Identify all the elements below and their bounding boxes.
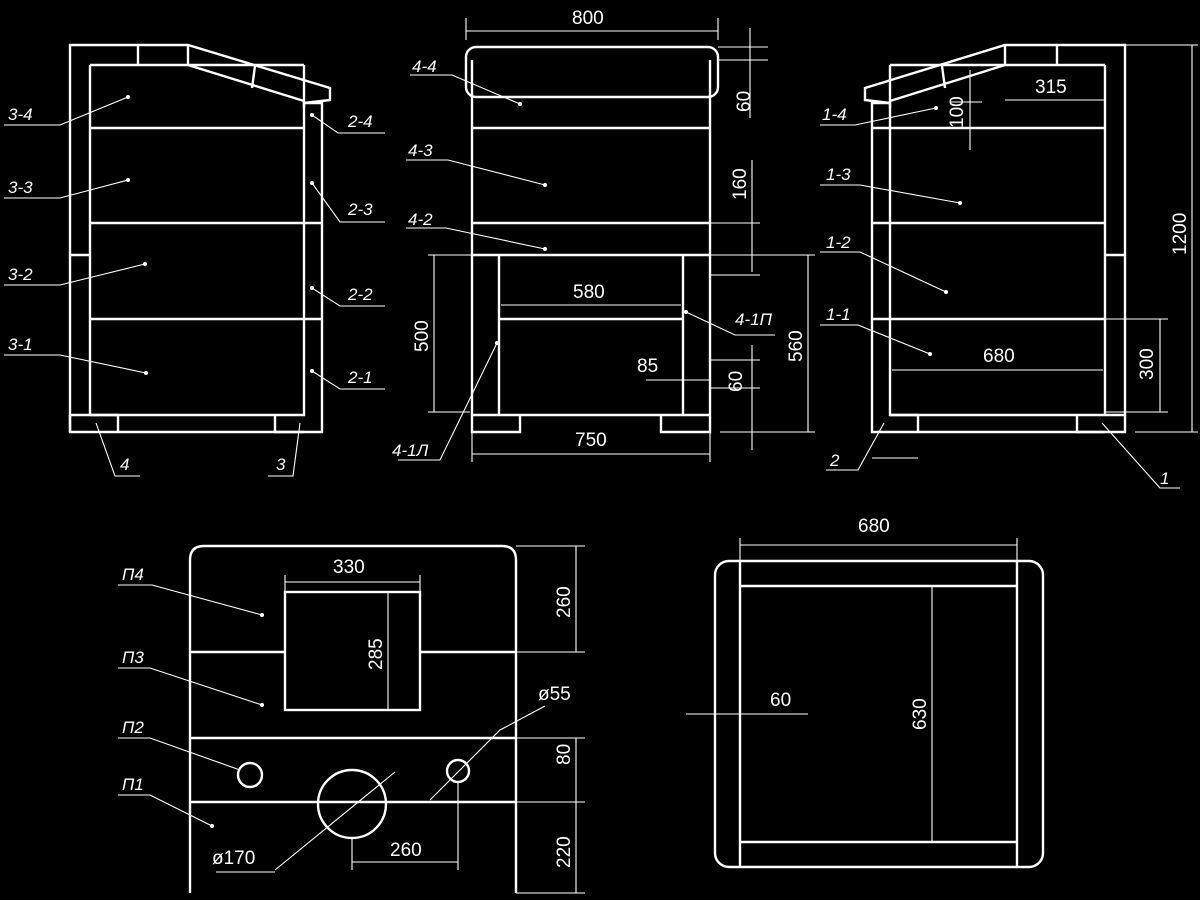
dim-300: 300 <box>1137 348 1158 380</box>
label-2-4: 2-4 <box>347 112 373 131</box>
label-2-2: 2-2 <box>347 285 373 304</box>
dim-100: 100 <box>947 96 968 128</box>
label-p4: П4 <box>122 565 144 584</box>
label-2-3: 2-3 <box>347 200 373 219</box>
dim-315: 315 <box>1035 77 1067 98</box>
label-1-4: 1-4 <box>822 105 847 124</box>
dim-330: 330 <box>333 557 365 578</box>
dim-85: 85 <box>637 356 658 377</box>
dim-285: 285 <box>366 638 387 670</box>
right-side-view: 315 100 1200 300 680 1-4 1-3 1-2 1-1 2 1 <box>820 43 1198 489</box>
dim-260-holes: 260 <box>390 840 422 861</box>
label-4: 4 <box>120 455 129 474</box>
label-p2: П2 <box>122 718 144 737</box>
label-4-1p: 4-1П <box>735 310 773 329</box>
dim-220: 220 <box>554 836 575 868</box>
dim-60-frame-side: 60 <box>770 690 791 711</box>
label-2-1: 2-1 <box>347 368 373 387</box>
dim-60-lid: 60 <box>734 91 755 112</box>
frame-view: 680 630 60 <box>686 516 1045 869</box>
dim-630: 630 <box>910 698 931 730</box>
dim-dia-170: ø170 <box>212 848 255 869</box>
label-3-1: 3-1 <box>8 335 33 354</box>
dim-680-side: 680 <box>983 346 1015 367</box>
dim-80: 80 <box>554 744 575 765</box>
label-4-3: 4-3 <box>408 141 433 160</box>
label-4-1l: 4-1Л <box>392 441 429 460</box>
dim-160: 160 <box>730 168 751 200</box>
label-1-2: 1-2 <box>826 233 851 252</box>
label-p1: П1 <box>122 775 144 794</box>
label-1: 1 <box>1160 469 1169 488</box>
dim-560: 560 <box>786 330 807 362</box>
label-4-4: 4-4 <box>412 57 437 76</box>
front-panel-view: 330 285 260 80 220 ø55 ø170 260 П4 П3 П2… <box>118 544 585 894</box>
label-1-1: 1-1 <box>826 305 851 324</box>
dim-260-panel: 260 <box>554 586 575 618</box>
label-p3: П3 <box>122 648 144 667</box>
label-3-2: 3-2 <box>8 265 33 284</box>
label-3-4: 3-4 <box>8 105 33 124</box>
front-view: 800 60 160 580 85 60 560 500 750 4-4 4-3… <box>392 8 815 462</box>
label-4-2: 4-2 <box>408 210 433 229</box>
label-2: 2 <box>829 451 840 470</box>
dim-800: 800 <box>572 8 604 29</box>
dim-500: 500 <box>412 320 433 352</box>
dim-750: 750 <box>575 430 607 451</box>
dim-60-frame: 60 <box>726 371 747 392</box>
dim-580: 580 <box>573 282 605 303</box>
dim-680-frame: 680 <box>858 516 890 537</box>
dim-dia-55: ø55 <box>538 684 571 705</box>
label-3: 3 <box>276 455 286 474</box>
label-1-3: 1-3 <box>826 165 851 184</box>
label-3-3: 3-3 <box>8 178 33 197</box>
dim-1200: 1200 <box>1170 213 1191 255</box>
left-side-view: 3-4 3-3 3-2 3-1 2-4 2-3 2-2 2-1 4 3 <box>4 43 385 477</box>
